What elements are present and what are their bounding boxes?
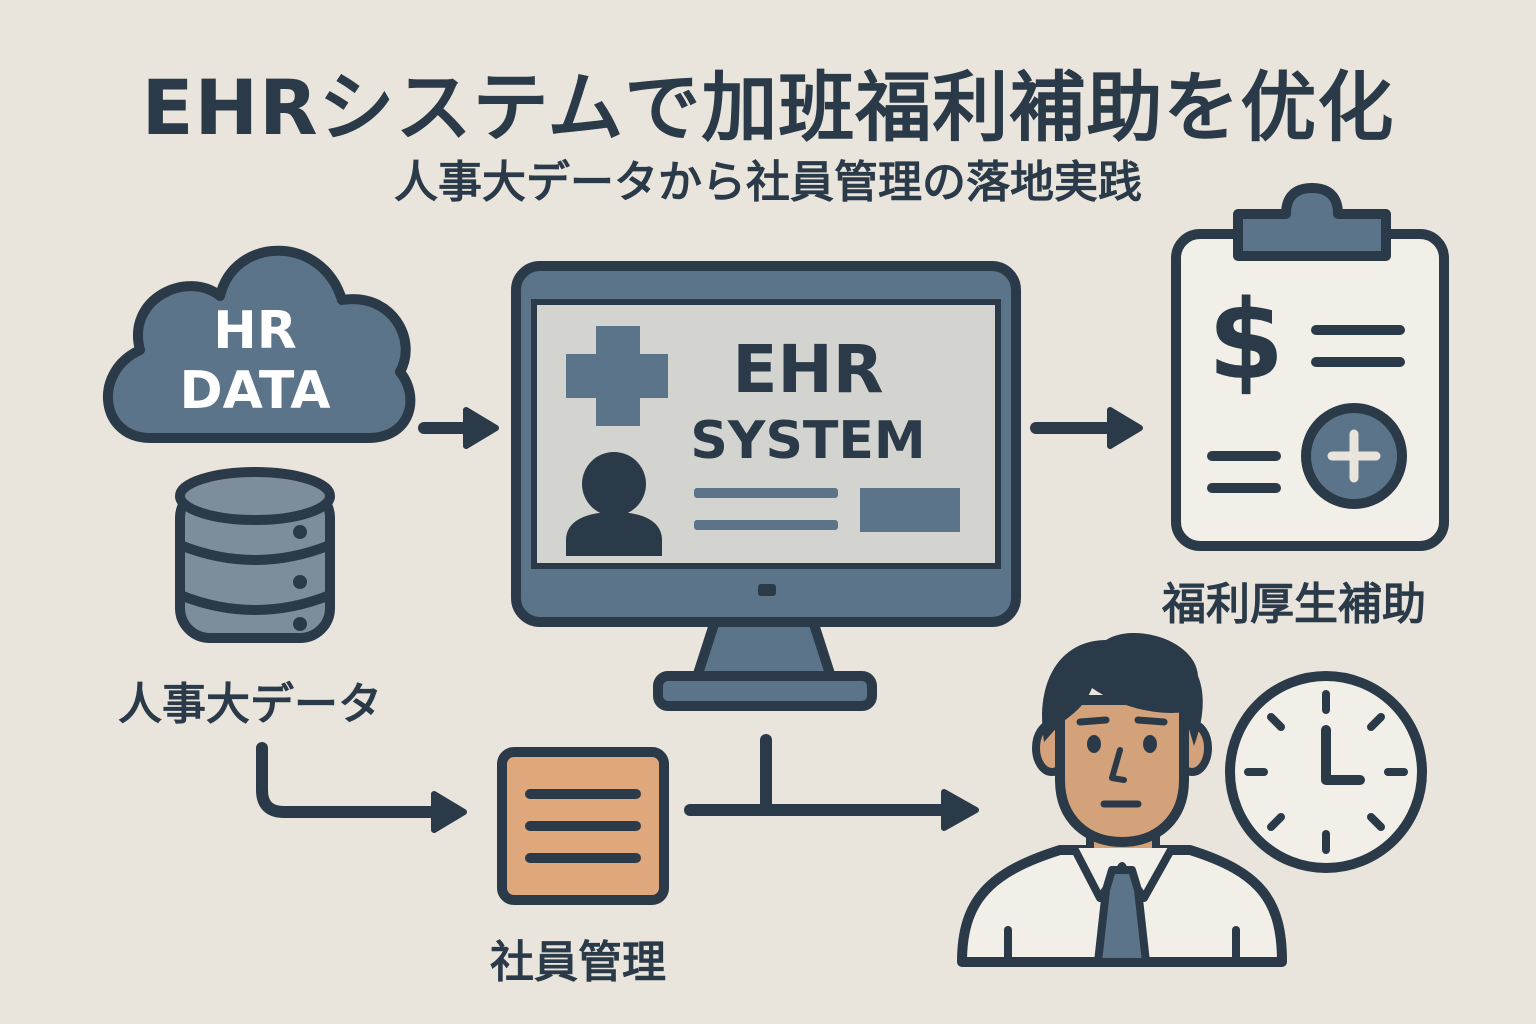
database-label: 人事大データ: [118, 679, 382, 730]
monitor-text-line2: SYSTEM: [690, 411, 925, 471]
medical-cross-icon: [566, 326, 668, 426]
welfare-label: 福利厚生補助: [1162, 579, 1426, 630]
arrow-monitor-to-clipboard: [1030, 407, 1143, 449]
employee-icon: [957, 632, 1287, 967]
arrow-management-to-employee: [684, 734, 979, 831]
clock-icon: [1225, 671, 1427, 873]
database-icon: [175, 467, 335, 643]
page-subtitle: 人事大データから社員管理の落地実践: [394, 157, 1142, 208]
user-avatar-icon: [582, 452, 646, 516]
dollar-icon: $: [1208, 276, 1285, 404]
monitor-text-line1: EHR: [732, 331, 883, 408]
arrow-cloud-to-monitor: [418, 407, 499, 449]
monitor-icon: EHR SYSTEM: [511, 261, 1021, 711]
arrow-database-to-management: [256, 742, 467, 833]
cloud-text-line1: HR: [213, 301, 297, 361]
cloud-text-line2: DATA: [179, 361, 330, 421]
page-title: EHRシステムで加班福利補助を优化: [141, 63, 1395, 152]
clipboard-icon: $: [1171, 183, 1449, 551]
cloud-icon: HR DATA: [103, 245, 416, 443]
employee-management-label: 社員管理: [490, 937, 666, 988]
document-icon: [497, 747, 669, 905]
